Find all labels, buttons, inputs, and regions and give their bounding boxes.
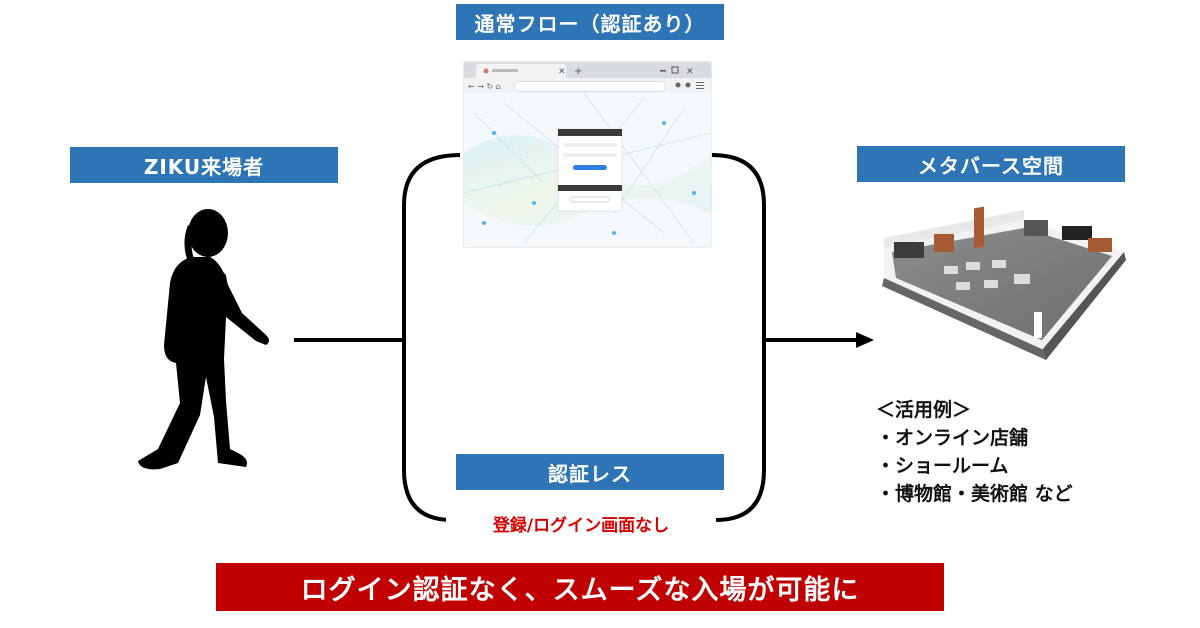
lower-right-curve (715, 340, 766, 522)
metaverse-label: メタバース空間 (857, 146, 1125, 182)
usage-item: ・博物館・美術館 など (876, 483, 1073, 505)
usage-item: ・オンライン店舗 (876, 427, 1029, 449)
svg-text:✕: ✕ (558, 67, 566, 77)
walking-person-silhouette-icon (138, 209, 269, 470)
no-login-note: 登録/ログイン画面なし (446, 511, 716, 536)
usage-examples: ＜活用例＞ ・オンライン店舗 ・ショールーム ・博物館・美術館 など (876, 396, 1073, 508)
virtual-showroom-icon (882, 206, 1126, 360)
window-controls-icon: ✕ + ✕ (483, 66, 694, 77)
svg-text:✕: ✕ (686, 67, 694, 77)
url-field (514, 81, 666, 92)
svg-text:+: + (574, 66, 582, 77)
usage-heading: ＜活用例＞ (876, 399, 972, 421)
lower-left-curve (402, 340, 453, 522)
browser-tab (476, 64, 566, 78)
browser-tab-bar: ✕ + ✕ (464, 62, 711, 78)
upper-right-curve (711, 153, 766, 340)
normal-flow-label: 通常フロー（認証あり） (456, 4, 724, 40)
smooth-entry-banner: ログイン認証なく、スムーズな入場が可能に (216, 563, 944, 611)
browser-address-bar: ← → ↻ ⌂ (464, 78, 711, 94)
nav-buttons-icon: ← → ↻ ⌂ (468, 82, 704, 91)
arrow-head (856, 332, 874, 348)
authless-label: 認証レス (456, 454, 724, 490)
usage-item: ・ショールーム (876, 455, 1009, 477)
login-page-illustration (464, 93, 711, 247)
browser-login-screen-icon: ✕ + ✕ ← → ↻ ⌂ (464, 62, 711, 247)
upper-left-curve (402, 153, 461, 340)
svg-text:← → ↻ ⌂: ← → ↻ ⌂ (468, 82, 501, 91)
visitor-label: ZIKU来場者 (70, 147, 338, 183)
